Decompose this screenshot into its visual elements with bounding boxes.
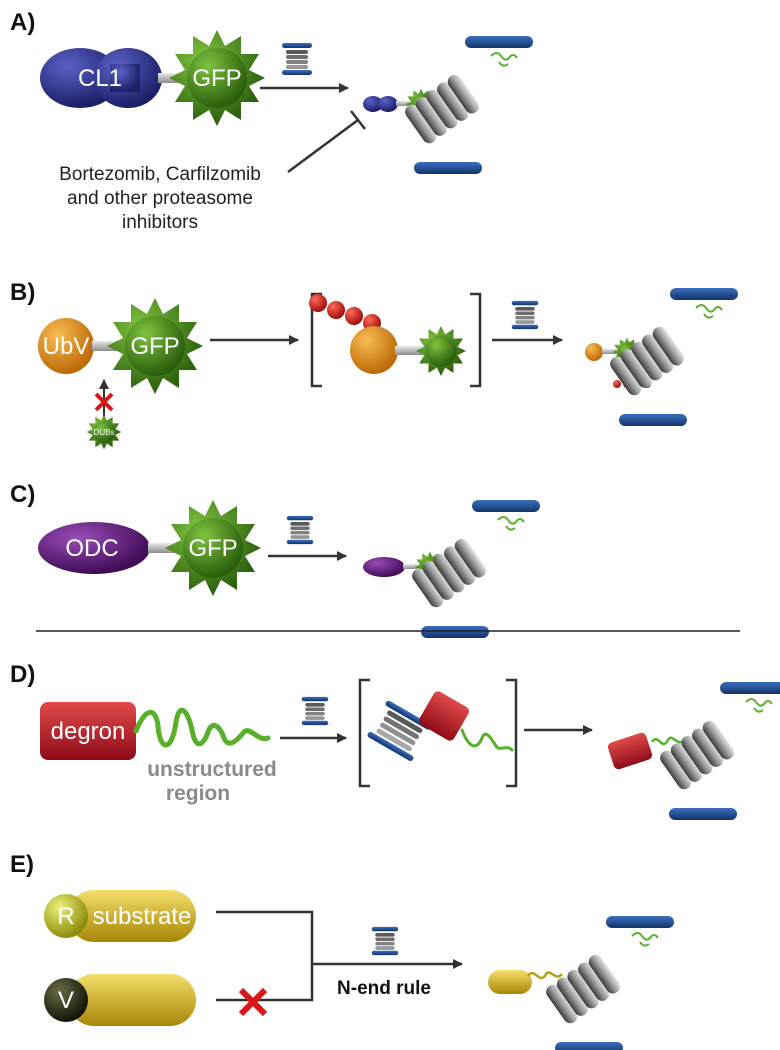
- gfp-ball: GFP: [165, 500, 261, 596]
- degraded-cl1-gfp: [363, 88, 437, 120]
- inhibition-bar: [350, 110, 366, 130]
- panel-d-label: D): [10, 661, 35, 688]
- panel-a-label: A): [10, 9, 35, 36]
- proteasome-icon: [401, 35, 534, 175]
- gfp-label: GFP: [188, 535, 237, 562]
- n-end-rule-label: N-end rule: [337, 978, 431, 999]
- degraded-degron-substrate: [607, 732, 685, 770]
- block-x-icon: [94, 392, 114, 412]
- degron-box: degron: [40, 702, 136, 760]
- svg-text:inhibitors: inhibitors: [122, 212, 198, 233]
- degraded-odc-gfp: [363, 551, 446, 583]
- mini-proteasome-icon: [301, 696, 329, 726]
- degron-label: degron: [51, 718, 126, 745]
- gfp-label: GFP: [130, 333, 179, 360]
- panel-c-label: C): [10, 481, 35, 508]
- gfp-ball: GFP: [169, 30, 265, 126]
- mini-proteasome-icon: [371, 926, 399, 956]
- substrate-r: R substrate: [44, 890, 196, 942]
- ub-label: Ub: [384, 321, 395, 330]
- proteasome-icon: [606, 287, 739, 427]
- gfp-label: GFP: [192, 65, 241, 92]
- residue-r-label: R: [57, 903, 74, 930]
- odc-label: ODC: [65, 535, 118, 562]
- mini-proteasome-icon: [511, 300, 539, 330]
- ubiquitinated-intermediate: Ub: [309, 292, 482, 388]
- substrate-v: V: [44, 974, 196, 1026]
- unstructured-region-chain: [133, 707, 271, 748]
- panel-c: C) ODC GFP: [10, 481, 541, 639]
- gfp-ball: GFP: [107, 298, 203, 394]
- cl1-label: CL1: [78, 65, 122, 92]
- proteasome-icon: [656, 681, 780, 821]
- panel-d: D) degron unstructured region: [10, 661, 780, 821]
- dubs-ball: DUBs: [86, 414, 122, 450]
- panel-e: E) R substrate V N-end rule: [10, 851, 675, 1050]
- panel-a: A) CL1 GFP Bortezomib, Carfilzomib and o…: [10, 9, 534, 233]
- region-label: region: [166, 782, 230, 805]
- mini-proteasome-icon: [286, 515, 314, 545]
- cl1-tag: CL1: [40, 48, 162, 108]
- unstructured-label: unstructured: [147, 758, 277, 781]
- bound-intermediate: [358, 678, 518, 788]
- proteasome-icon: [542, 915, 675, 1050]
- degraded-r-substrate: [488, 970, 563, 994]
- odc-tag: ODC: [38, 522, 150, 574]
- residue-v-label: V: [58, 987, 74, 1014]
- svg-text:and other proteasome: and other proteasome: [67, 188, 253, 209]
- substrate-label: substrate: [93, 903, 192, 930]
- merge-lines: [216, 910, 314, 1002]
- panel-b-label: B): [10, 279, 35, 306]
- ubv-ball: UbV: [38, 318, 94, 374]
- ubv-label: UbV: [43, 333, 90, 360]
- svg-text:Bortezomib, Carfilzomib: Bortezomib, Carfilzomib: [59, 164, 261, 185]
- panel-e-label: E): [10, 851, 34, 878]
- panel-b: B) UbV GFP DUBs Ub: [10, 279, 739, 450]
- block-x-icon: [238, 987, 268, 1017]
- inhibition-line: [287, 118, 359, 174]
- mini-proteasome-icon: [282, 43, 312, 75]
- proteasome-icon: [408, 499, 541, 639]
- dubs-label: DUBs: [94, 428, 115, 437]
- inhibitor-note: Bortezomib, Carfilzomib and other protea…: [59, 164, 261, 233]
